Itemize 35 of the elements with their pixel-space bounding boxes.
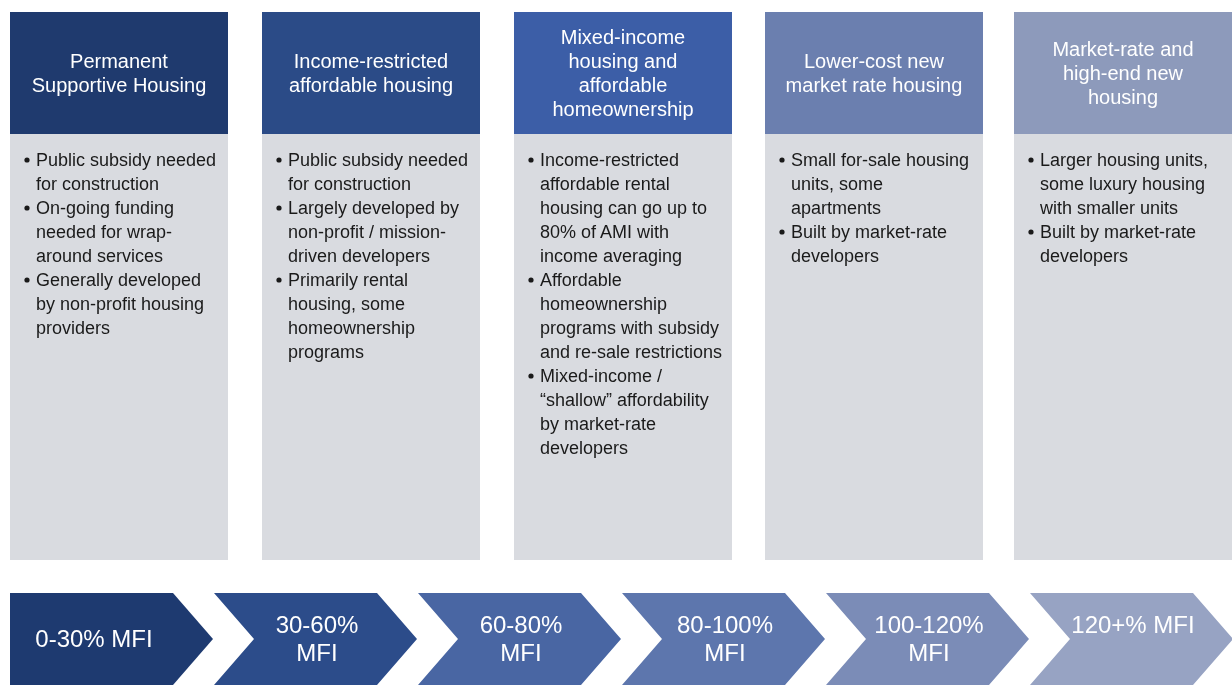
column-panel — [10, 134, 228, 560]
bullet-text: Larger housing units, some luxury housing with smaller units — [1040, 149, 1210, 220]
bullet-text: Public subsidy needed for construction — [288, 149, 470, 196]
income-band — [1030, 593, 1232, 685]
column-header: Income-restricted affordable housing — [262, 12, 480, 134]
bullet-text: Built by market-rate developers — [1040, 221, 1198, 268]
bullet-text: On-going funding needed for wrap-around services — [36, 197, 176, 268]
income-band — [826, 593, 1029, 685]
column-header: Market-rate and high-end new housing — [1014, 12, 1232, 134]
bullet-text: Small for-sale housing units, some apartments — [791, 149, 971, 220]
income-band — [10, 593, 213, 685]
income-range-label: 80-100% MFI — [675, 611, 775, 667]
bullet-text: Built by market-rate developers — [791, 221, 949, 268]
income-range-label: 0-30% MFI — [34, 625, 154, 653]
bullet-text: Generally developed by non-profit housing providers — [36, 269, 206, 340]
income-band — [622, 593, 825, 685]
column-header: Mixed-income housing and affordable homeownership — [514, 12, 732, 134]
column-header: Permanent Supportive Housing — [10, 12, 228, 134]
column-panel — [262, 134, 480, 560]
bullet-text: Largely developed by non-profit / mission-driven developers — [288, 197, 461, 268]
income-range-label: 30-60% MFI — [274, 611, 360, 667]
income-range-label: 100-120% MFI — [873, 611, 985, 667]
column-header: Lower-cost new market rate housing — [765, 12, 983, 134]
income-range-label: 120+% MFI — [1070, 611, 1196, 639]
bullet-text: Mixed-income / “shallow” affordability by market-rate developers — [540, 365, 710, 460]
income-range-label: 60-80% MFI — [478, 611, 564, 667]
bullet-text: Public subsidy needed for construction — [36, 149, 218, 196]
income-band — [214, 593, 417, 685]
bullet-text: Primarily rental housing, some homeownership programs — [288, 269, 417, 364]
column-panel — [765, 134, 983, 560]
column-panel — [514, 134, 732, 560]
bullet-text: Affordable homeownership programs with subsidy and re-sale restrictions — [540, 269, 724, 364]
bullet-text: Income-restricted affordable rental housing can go up to 80% of AMI with income averaging — [540, 149, 709, 268]
column-panel — [1014, 134, 1232, 560]
income-band — [418, 593, 621, 685]
